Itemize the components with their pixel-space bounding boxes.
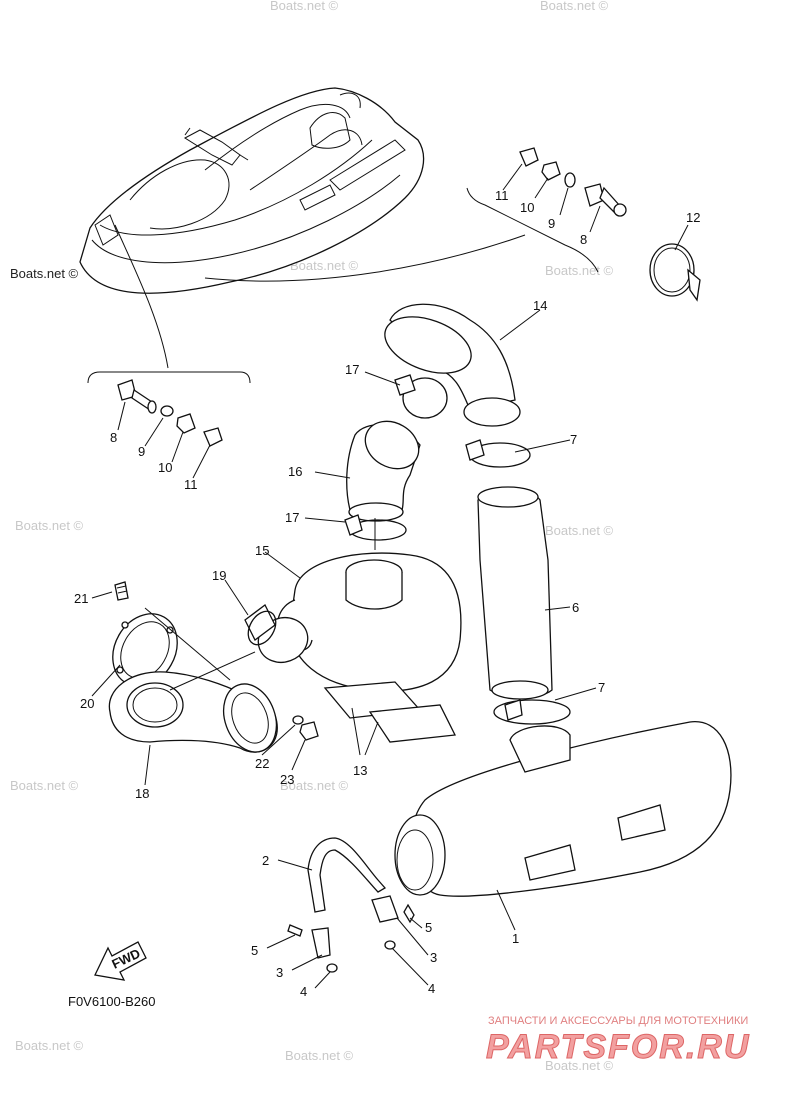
callout-16: 16 <box>288 464 302 479</box>
washer-22 <box>292 715 304 725</box>
callout-9: 9 <box>138 444 145 459</box>
watermark: Boats.net © <box>270 0 339 13</box>
callout-20: 20 <box>80 696 94 711</box>
jet-ski-illustration <box>79 87 425 294</box>
group-bracket <box>87 371 251 384</box>
callout-11: 11 <box>184 477 198 492</box>
callout-3: 3 <box>430 950 437 965</box>
callout-11: 11 <box>495 188 509 203</box>
brand-tagline: ЗАПЧАСТИ И АКСЕССУАРЫ ДЛЯ МОТОТЕХНИКИ <box>488 1015 748 1027</box>
clamp-7-lower <box>493 699 571 725</box>
bolt-8-left <box>117 379 157 414</box>
watermark: Boats.net © <box>15 1038 84 1053</box>
washer-4-right <box>384 940 396 950</box>
callout-10: 10 <box>158 460 172 475</box>
callout-15: 15 <box>255 543 269 558</box>
callout-5: 5 <box>251 943 258 958</box>
hose-elbow-16 <box>346 420 421 522</box>
callout-14: 14 <box>533 298 547 313</box>
callout-2: 2 <box>262 853 269 868</box>
screw-5-right <box>403 903 415 924</box>
fwd-arrow-icon: FWD <box>94 941 147 981</box>
callout-6: 6 <box>572 600 579 615</box>
watermark: Boats.net © <box>10 266 79 281</box>
clamp-17-top <box>394 374 448 419</box>
callout-4: 4 <box>300 984 307 999</box>
group-bracket <box>466 187 599 273</box>
leader-line <box>169 651 256 691</box>
leader-line <box>144 607 231 681</box>
callout-19: 19 <box>212 568 226 583</box>
clamp-19 <box>244 604 277 646</box>
exhaust-outlet-duct-18 <box>108 671 278 753</box>
washer-9-left <box>160 405 174 417</box>
callout-23: 23 <box>280 772 294 787</box>
callout-22: 22 <box>255 756 269 771</box>
bolt-8-right <box>584 183 627 217</box>
washer-9-right <box>564 172 576 188</box>
water-lock-chamber-15 <box>257 552 462 692</box>
leader-line <box>114 224 169 369</box>
clip-11-right <box>519 147 539 167</box>
callout-10: 10 <box>520 200 534 215</box>
callout-21: 21 <box>74 591 88 606</box>
watermark: Boats.net © <box>540 0 609 13</box>
muffler-1 <box>394 721 732 897</box>
callout-leaders <box>91 163 689 989</box>
watermark: Boats.net © <box>545 263 614 278</box>
brand-logo: ЗАПЧАСТИ И АКСЕССУАРЫ ДЛЯ МОТОТЕХНИКИ PA… <box>486 1015 750 1067</box>
callout-9: 9 <box>548 216 555 231</box>
diagram-code: F0V6100-B260 <box>68 994 155 1009</box>
callouts: 11 10 9 8 12 14 17 7 16 17 15 19 21 6 7 … <box>74 188 700 999</box>
callout-12: 12 <box>686 210 700 225</box>
callout-1: 1 <box>512 931 519 946</box>
callout-7: 7 <box>598 680 605 695</box>
watermark: Boats.net © <box>10 778 79 793</box>
callout-8: 8 <box>580 232 587 247</box>
watermark: Boats.net © <box>15 518 84 533</box>
brand-name: PARTSFOR.RU <box>486 1028 750 1066</box>
pads-13 <box>323 681 456 743</box>
clamp-17-lower <box>344 514 407 541</box>
hose-6 <box>477 486 553 700</box>
clamp-12 <box>649 243 701 302</box>
callout-17: 17 <box>285 510 299 525</box>
callout-7: 7 <box>570 432 577 447</box>
watermark: Boats.net © <box>545 523 614 538</box>
nut-10-left <box>176 413 196 434</box>
callout-4: 4 <box>428 981 435 996</box>
callout-18: 18 <box>135 786 149 801</box>
strap-2 <box>307 837 387 913</box>
bracket-3-right <box>371 895 399 923</box>
callout-3: 3 <box>276 965 283 980</box>
clip-11-left <box>203 427 223 447</box>
bracket-3-left <box>311 927 331 959</box>
nut-10-right <box>541 161 561 181</box>
callout-8: 8 <box>110 430 117 445</box>
watermark: Boats.net © <box>290 258 359 273</box>
washer-4-left <box>326 963 338 973</box>
hose-elbow-14 <box>384 303 521 427</box>
watermark: Boats.net © <box>280 778 349 793</box>
callout-5: 5 <box>425 920 432 935</box>
clamp-7-upper <box>465 439 531 468</box>
leader-line <box>204 234 526 282</box>
screw-21 <box>114 581 129 601</box>
watermark: Boats.net © <box>545 1058 614 1073</box>
callout-13: 13 <box>353 763 367 778</box>
callout-17: 17 <box>345 362 359 377</box>
screw-5-left <box>287 924 303 937</box>
watermark: Boats.net © <box>285 1048 354 1063</box>
nut-23 <box>299 721 319 741</box>
